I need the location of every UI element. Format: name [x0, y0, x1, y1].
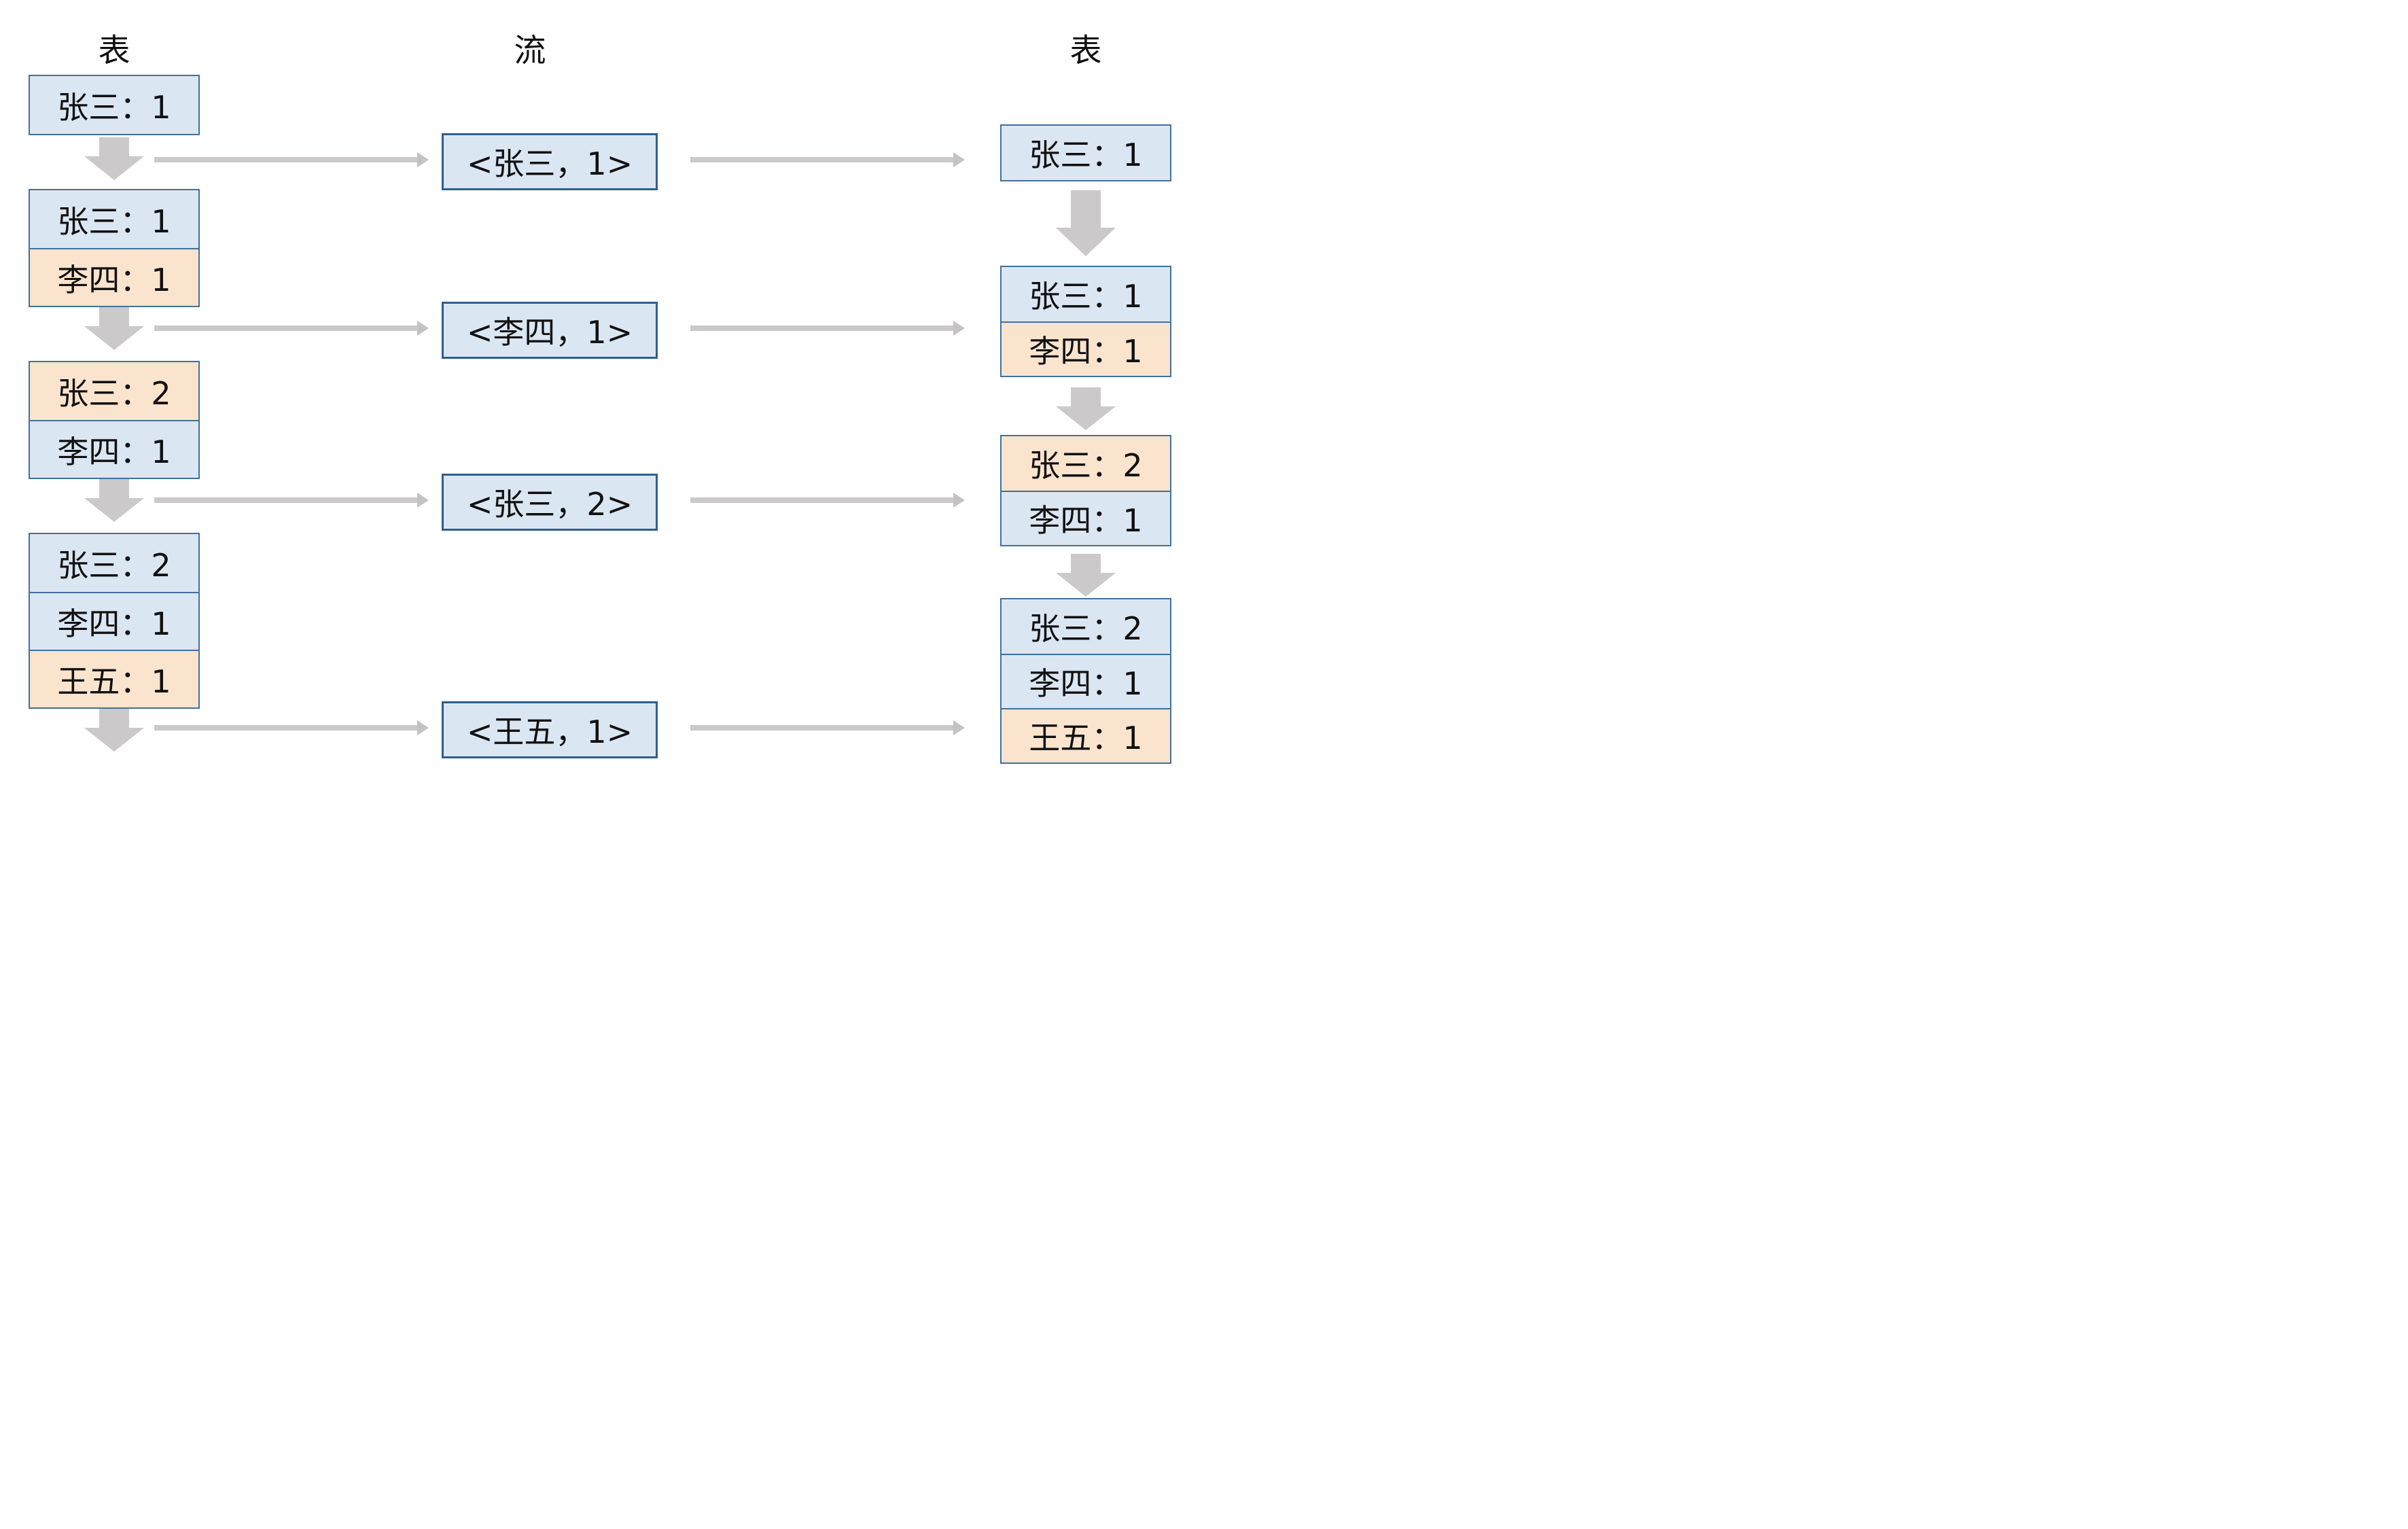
- flow-connector-line: [154, 497, 417, 503]
- down-arrow-icon: [84, 709, 144, 752]
- stream-event-box: <王五，1>: [442, 701, 658, 758]
- table-row: 张三：2: [1002, 436, 1170, 491]
- right-column-header: 表: [1069, 32, 1102, 70]
- stream-column-header: 流: [514, 32, 546, 70]
- stream-event-box: <李四，1>: [442, 302, 658, 359]
- down-arrow-icon: [1056, 190, 1116, 256]
- flow-connector-line: [690, 326, 953, 331]
- table-row: 李四：1: [1002, 491, 1170, 545]
- flow-arrowhead-icon: [953, 321, 965, 336]
- stream-event-box: <张三，2>: [442, 474, 658, 531]
- down-arrow-icon: [84, 479, 144, 522]
- stream-event-box: <张三，1>: [442, 133, 658, 190]
- table-row: 李四：1: [30, 248, 198, 306]
- table-row: 王五：1: [30, 650, 198, 707]
- flow-arrowhead-icon: [417, 720, 429, 735]
- flow-arrowhead-icon: [953, 493, 965, 508]
- flow-arrowhead-icon: [417, 493, 429, 508]
- left-column-header: 表: [98, 32, 130, 70]
- flow-connector-line: [690, 725, 953, 731]
- flow-connector-line: [154, 725, 417, 731]
- flow-connector-line: [154, 157, 417, 162]
- flow-arrowhead-icon: [417, 152, 429, 167]
- down-arrow-icon: [1056, 554, 1116, 597]
- table-row: 李四：1: [30, 420, 198, 478]
- down-arrow-icon: [1056, 387, 1116, 430]
- table-row: 李四：1: [1002, 321, 1170, 376]
- table-row: 张三：1: [30, 76, 198, 134]
- table-row: 张三：2: [30, 362, 198, 420]
- table-row: 张三：1: [1002, 126, 1170, 180]
- flow-connector-line: [690, 157, 953, 162]
- table-row: 王五：1: [1002, 708, 1170, 762]
- table-row: 张三：2: [1002, 599, 1170, 654]
- flow-connector-line: [690, 497, 953, 503]
- table-row: 张三：1: [1002, 267, 1170, 321]
- table-state-box: 张三：1: [29, 75, 200, 135]
- flow-arrowhead-icon: [417, 321, 429, 336]
- table-row: 张三：1: [30, 190, 198, 248]
- down-arrow-icon: [84, 307, 144, 350]
- table-state-box: 张三：1: [1000, 124, 1171, 181]
- table-row: 张三：2: [30, 534, 198, 592]
- flow-arrowhead-icon: [953, 152, 965, 167]
- flow-arrowhead-icon: [953, 720, 965, 735]
- down-arrow-icon: [84, 137, 144, 180]
- table-row: 李四：1: [30, 592, 198, 650]
- flow-connector-line: [154, 326, 417, 331]
- table-row: 李四：1: [1002, 654, 1170, 708]
